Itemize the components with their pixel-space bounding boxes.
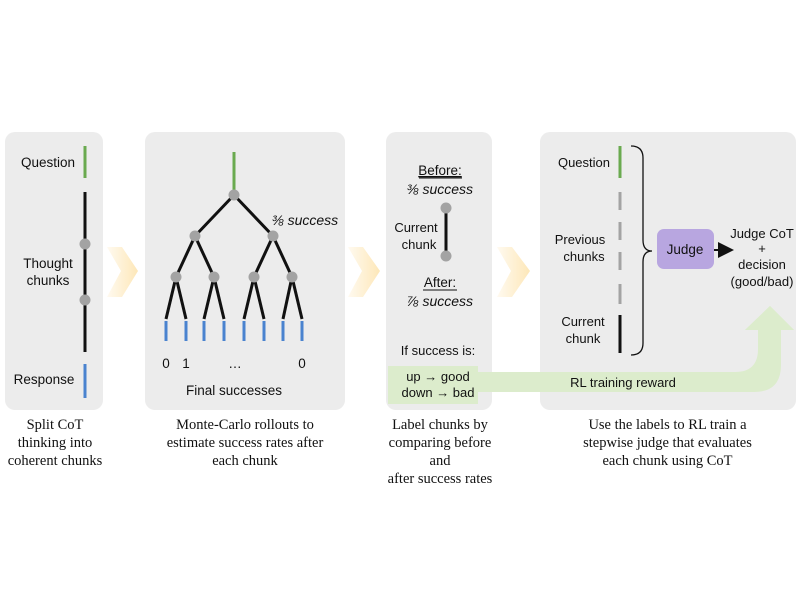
question-label: Question [558, 155, 610, 170]
output-line-4: (good/bad) [731, 274, 794, 289]
before-label: Before: [418, 163, 462, 178]
reward-band [388, 306, 794, 404]
chunk-boundary-node [79, 294, 91, 306]
chevron-arrow-icon [497, 247, 530, 297]
chunk-end-node [440, 250, 452, 262]
rule-up-label: up → good [406, 369, 470, 384]
caption-split: Split CoT thinking into coherent chunks [7, 417, 103, 469]
caption-judge: Use the labels to RL train a stepwise ju… [583, 417, 752, 469]
thought-label: Thought [23, 256, 73, 271]
previous-chunks-label: chunks [563, 249, 605, 264]
upward-arrow-icon [745, 306, 794, 330]
chunk-boundary-node [79, 238, 91, 250]
leaf-value: 0 [298, 356, 306, 371]
judge-box [657, 229, 714, 269]
leaf-value: 1 [182, 356, 190, 371]
output-line-2: + [758, 241, 766, 256]
rollout-tree [164, 152, 304, 320]
chunks-label: chunks [27, 273, 70, 288]
previous-label: Previous [555, 232, 606, 247]
leaf-value: … [228, 356, 242, 371]
reward-label: RL training reward [570, 375, 676, 390]
rule-down-label: down → bad [402, 385, 475, 400]
input-brace [630, 145, 653, 356]
after-success-value: ⅞ success [407, 293, 473, 309]
caption-label: Label chunks by comparing before and aft… [387, 417, 493, 487]
success-rate-label: ⅜ success [272, 212, 338, 228]
panel-label [386, 132, 492, 410]
current-label: Current [561, 314, 605, 329]
chevron-arrow-icon [107, 247, 138, 297]
before-success-value: ⅜ success [407, 181, 473, 197]
judge-label: Judge [667, 242, 704, 257]
caption-rollouts: Monte-Carlo rollouts to estimate success… [166, 417, 324, 469]
chunk-label: chunk [402, 237, 437, 252]
final-successes-label: Final successes [186, 383, 282, 398]
leaf-value: 0 [162, 356, 170, 371]
current-chunk-label: chunk [566, 331, 601, 346]
output-line-1: Judge CoT [730, 226, 794, 241]
leaf-responses [164, 321, 304, 341]
output-line-3: decision [738, 257, 786, 272]
chevron-arrow-icon [348, 247, 380, 297]
panel-split [5, 132, 103, 410]
if-success-label: If success is: [401, 343, 475, 358]
panel-rollouts [145, 132, 345, 410]
after-label: After: [424, 275, 456, 290]
current-label: Current [394, 220, 438, 235]
question-label: Question [21, 155, 75, 170]
tree-nodes [170, 189, 298, 283]
chunk-start-node [440, 202, 452, 214]
panel-judge [540, 132, 796, 410]
response-label: Response [14, 372, 75, 387]
